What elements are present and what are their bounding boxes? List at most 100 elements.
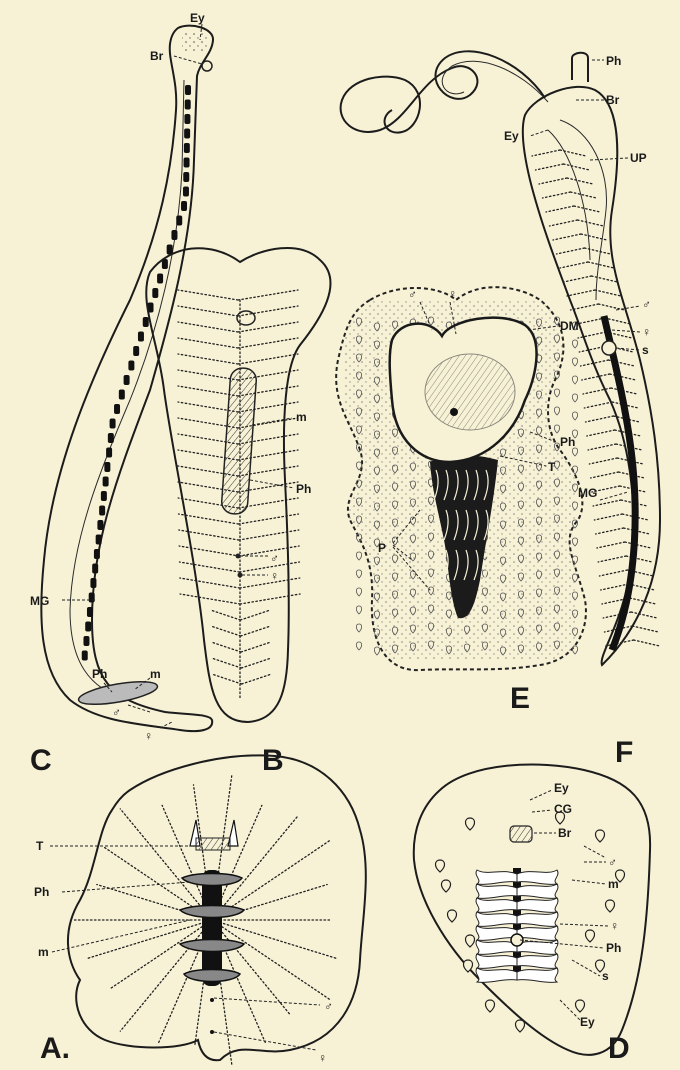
midgut-segment (152, 288, 158, 298)
figure-a-male-pore (210, 998, 214, 1002)
figure-d: Ey CG Br ♂ m ♀ Ph s Ey D (414, 765, 650, 1065)
label-c-m: m (150, 667, 161, 681)
midgut-segment (108, 433, 114, 443)
midgut-segment (119, 390, 125, 400)
figure-a-tentacles (190, 820, 238, 850)
midgut-segment (183, 187, 189, 197)
midgut-segment (183, 172, 189, 182)
midgut-segment (184, 158, 190, 168)
midgut-segment (85, 622, 91, 632)
midgut-segment (94, 549, 100, 559)
midgut-segment (101, 491, 107, 501)
midgut-segment (138, 332, 144, 342)
figure-c-eye-stipple (182, 32, 208, 52)
midgut-segment (97, 520, 103, 530)
label-a-m: m (38, 945, 49, 959)
midgut-segment (171, 230, 177, 240)
label-d-cg: CG (554, 802, 572, 816)
label-b-ph: Ph (296, 482, 311, 496)
label-b-female: ♀ (270, 569, 279, 583)
midgut-segment (103, 477, 109, 487)
figure-b-female-pore (238, 573, 243, 578)
label-f-ey: Ey (504, 129, 519, 143)
midgut-segment (83, 636, 89, 646)
label-f-female: ♀ (642, 325, 651, 339)
midgut-segment (128, 361, 134, 371)
figure-f-sucker (602, 341, 616, 355)
label-c-female: ♀ (144, 729, 153, 743)
label-b-m: m (296, 410, 307, 424)
figure-f-coiled-tail (341, 51, 545, 132)
label-b-male: ♂ (270, 551, 279, 565)
label-e-t: T (548, 460, 556, 474)
midgut-segment (157, 274, 163, 284)
midgut-segment (92, 564, 98, 574)
label-c-br: Br (150, 49, 164, 63)
figure-f-uterine-pharynx (560, 120, 607, 300)
figure-e: ♂ ♀ DM Ph T P E (336, 287, 586, 715)
label-e-female: ♀ (448, 287, 457, 301)
figure-a: T Ph m ♂ ♀ A. (34, 755, 366, 1065)
figure-a-letter: A. (40, 1032, 70, 1065)
label-d-m: m (608, 877, 619, 891)
figure-c-midgut (82, 85, 191, 661)
label-e-dm: DM (560, 319, 579, 333)
label-e-male: ♂ (408, 287, 417, 301)
figure-b: m Ph ♂ ♀ B (146, 248, 330, 777)
label-d-br: Br (558, 826, 572, 840)
figure-e-letter: E (510, 682, 530, 715)
midgut-segment (181, 201, 187, 211)
label-f-s: s (642, 343, 649, 357)
figure-e-pharynx-inner (425, 354, 515, 430)
label-a-female: ♀ (318, 1051, 327, 1065)
midgut-segment (176, 216, 182, 226)
figure-e-mouth (450, 408, 458, 416)
figure-d-brain (510, 826, 532, 842)
figure-d-letter: D (608, 1032, 630, 1065)
figure-b-pharynx (221, 367, 257, 514)
label-e-p: P (378, 541, 386, 555)
figure-d-gut-tree (476, 868, 558, 982)
label-d-ey-bottom: Ey (580, 1015, 595, 1029)
label-a-ph: Ph (34, 885, 49, 899)
label-f-br: Br (606, 93, 620, 107)
label-f-ph: Ph (606, 54, 621, 68)
midgut-segment (82, 651, 88, 661)
label-d-ey-top: Ey (554, 781, 569, 795)
midgut-segment (89, 593, 95, 603)
midgut-segment (184, 129, 190, 139)
label-d-female: ♀ (610, 919, 619, 933)
label-c-male: ♂ (112, 705, 121, 719)
label-a-t: T (36, 839, 44, 853)
figure-f-proboscis (572, 53, 588, 82)
midgut-segment (90, 578, 96, 588)
label-d-male: ♂ (608, 855, 617, 869)
figure-c-letter: C (30, 744, 52, 777)
figure-a-pharynx (180, 870, 244, 986)
figure-b-male-pore (236, 554, 241, 559)
figure-c: Ey Br MG Ph m ♂ ♀ C (30, 11, 213, 777)
figure-c-inner-line (70, 80, 184, 700)
midgut-segment (104, 462, 110, 472)
label-c-ey: Ey (190, 11, 205, 25)
label-f-male: ♂ (642, 297, 651, 311)
midgut-segment (87, 607, 93, 617)
label-f-up: UP (630, 151, 647, 165)
midgut-segment (184, 114, 190, 124)
midgut-segment (143, 317, 149, 327)
midgut-segment (184, 143, 190, 153)
label-c-mg: MG (30, 594, 49, 608)
midgut-segment (96, 535, 102, 545)
label-a-male: ♂ (324, 999, 333, 1013)
figure-b-letter: B (262, 744, 284, 777)
label-d-s: s (602, 969, 609, 983)
midgut-segment (110, 419, 116, 429)
midgut-segment (185, 100, 191, 110)
midgut-segment (124, 375, 130, 385)
label-e-ph: Ph (560, 435, 575, 449)
figure-f-letter: F (615, 736, 633, 769)
midgut-segment (106, 448, 112, 458)
figure-c-brain (202, 61, 212, 71)
label-d-ph: Ph (606, 941, 621, 955)
